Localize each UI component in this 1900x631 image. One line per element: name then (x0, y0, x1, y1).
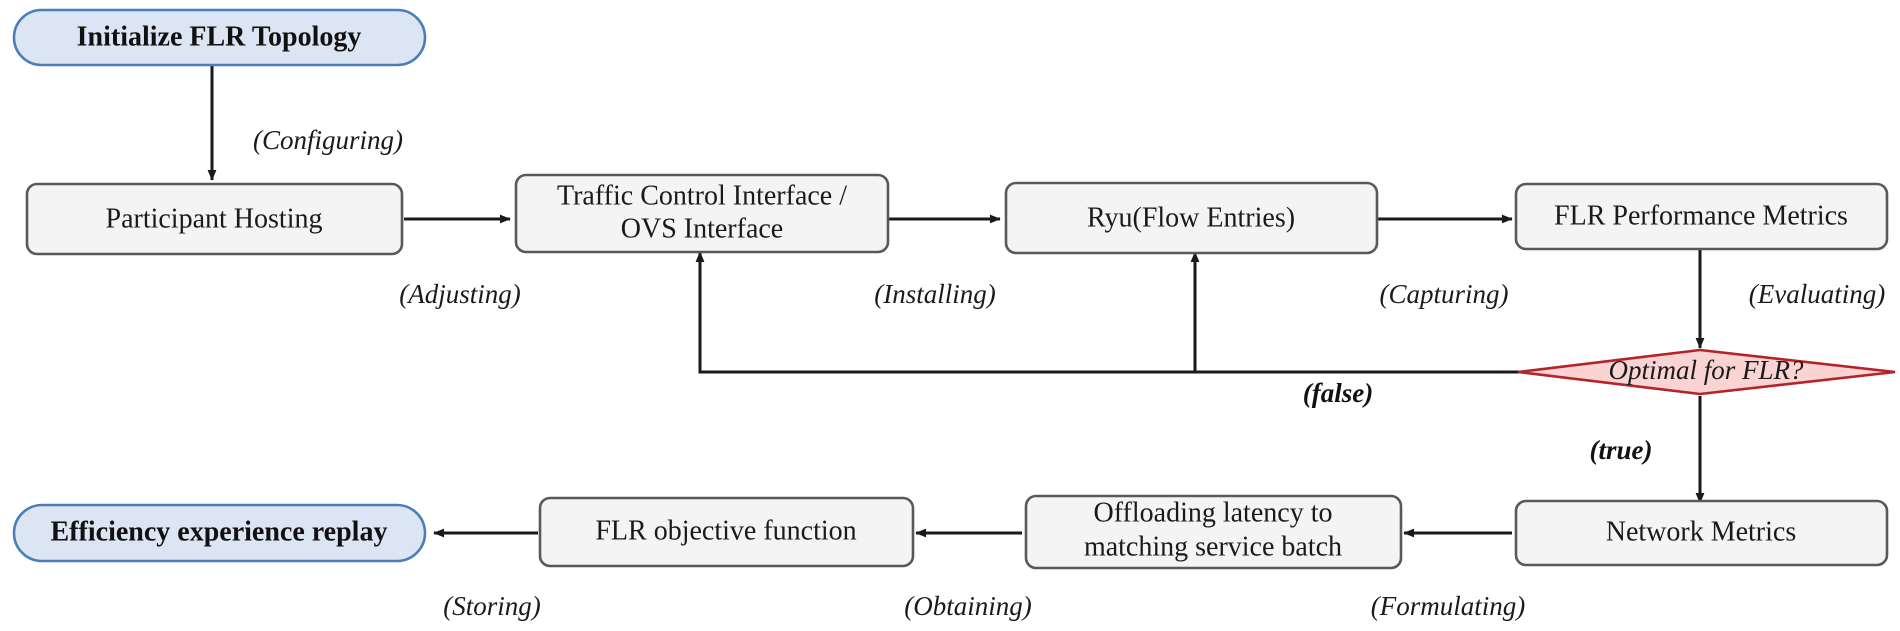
node-label-hosting: Participant Hosting (106, 203, 323, 234)
edge-adjusting: (Adjusting) (399, 214, 521, 309)
edge-label-true: (true) (1590, 435, 1653, 465)
node-label-ryu: Ryu(Flow Entries) (1087, 202, 1295, 233)
edge-false: (false) (695, 251, 1522, 408)
node-label-offloading-line1: Offloading latency to (1094, 497, 1333, 528)
edge-label-false: (false) (1303, 378, 1373, 408)
edge-obtaining: (Obtaining) (904, 528, 1032, 621)
node-participant-hosting[interactable]: Participant Hosting (25, 182, 404, 256)
edge-installing: (Installing) (874, 214, 1001, 309)
node-shape-terminator (12, 503, 427, 563)
node-shape-terminator (12, 8, 427, 67)
node-label-replay: Efficiency experience replay (51, 516, 388, 547)
node-label-init: Initialize FLR Topology (77, 21, 362, 52)
node-shape-process (1514, 182, 1889, 251)
node-traffic-control-interface[interactable]: Traffic Control Interface / OVS Interfac… (514, 173, 890, 254)
node-shape-process (1514, 499, 1889, 567)
edge-true: (true) (1590, 396, 1705, 504)
node-shape-process (1024, 494, 1403, 570)
node-label-tci-line2: OVS Interface (621, 213, 783, 244)
node-flr-objective-function[interactable]: FLR objective function (538, 496, 915, 568)
node-label-netmetrics: Network Metrics (1606, 516, 1797, 547)
node-flr-performance-metrics[interactable]: FLR Performance Metrics (1514, 182, 1889, 251)
edge-label-obtaining: (Obtaining) (904, 591, 1032, 621)
node-label-tci-line1: Traffic Control Interface / (557, 180, 847, 211)
node-label-decision: Optimal for FLR? (1608, 355, 1804, 385)
node-offloading-latency[interactable]: Offloading latency to matching service b… (1024, 494, 1403, 570)
node-network-metrics[interactable]: Network Metrics (1514, 499, 1889, 567)
edge-label-adjusting: (Adjusting) (399, 279, 521, 309)
node-shape-process (1004, 181, 1379, 255)
edge-label-formulating: (Formulating) (1371, 591, 1526, 621)
node-label-offloading-line2: matching service batch (1084, 531, 1342, 562)
edge-configuring: (Configuring) (207, 62, 403, 181)
edge-storing: (Storing) (433, 528, 541, 621)
node-efficiency-experience-replay[interactable]: Efficiency experience replay (12, 503, 427, 563)
node-label-objective: FLR objective function (595, 515, 856, 546)
node-label-flrperf: FLR Performance Metrics (1554, 200, 1848, 231)
edge-label-installing: (Installing) (874, 279, 996, 309)
node-shape-process (538, 496, 915, 568)
edge-formulating: (Formulating) (1371, 528, 1526, 621)
edge-evaluating: (Evaluating) (1695, 249, 1885, 349)
edge-capturing: (Capturing) (1377, 214, 1513, 309)
edge-label-storing: (Storing) (443, 591, 541, 621)
node-ryu-flow-entries[interactable]: Ryu(Flow Entries) (1004, 181, 1379, 255)
edge-label-configuring: (Configuring) (253, 125, 403, 155)
node-initialize-flr-topology[interactable]: Initialize FLR Topology (12, 8, 427, 67)
node-decision-optimal-for-flr[interactable]: Optimal for FLR? (1517, 348, 1896, 396)
edge-label-evaluating: (Evaluating) (1749, 279, 1885, 309)
edge-label-capturing: (Capturing) (1379, 279, 1508, 309)
node-shape-diamond (1517, 348, 1896, 396)
node-shape-process (25, 182, 404, 256)
node-shape-process (514, 173, 890, 254)
